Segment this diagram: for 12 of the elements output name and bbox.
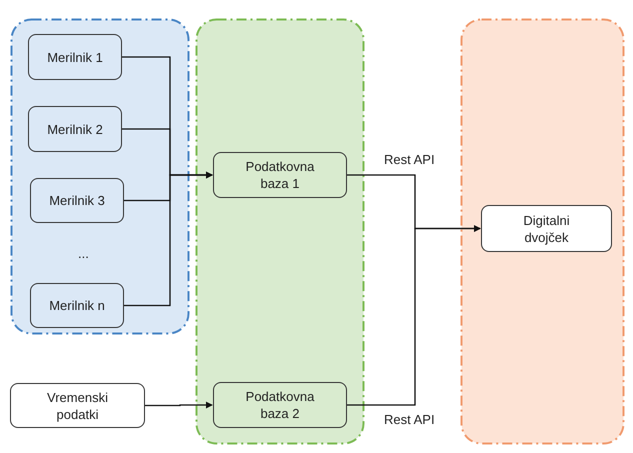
connector-arrow	[124, 172, 213, 306]
process-box: Digitalni dvojček	[481, 205, 612, 252]
process-box: Merilnik 3	[30, 178, 124, 223]
process-box: Merilnik 2	[28, 106, 122, 152]
ellipsis-text: ...	[78, 245, 89, 263]
process-box: Vremenski podatki	[10, 383, 145, 428]
process-box: Podatkovna baza 1	[213, 152, 347, 198]
connector-arrow	[347, 225, 481, 406]
connector-arrow	[145, 402, 213, 408]
process-box: Podatkovna baza 2	[213, 382, 347, 428]
process-box: Merilnik 1	[28, 34, 122, 80]
process-box: Merilnik n	[30, 283, 124, 328]
